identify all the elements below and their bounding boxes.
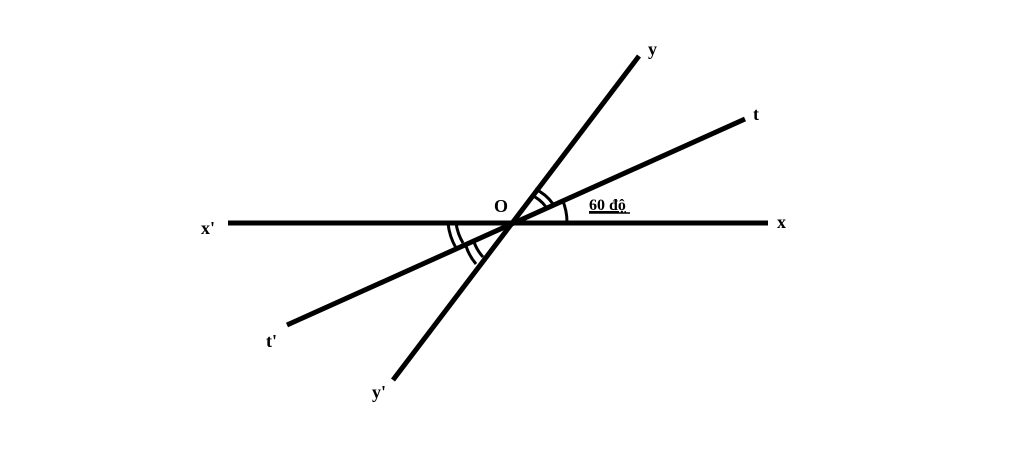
angle-arc-tox bbox=[560, 198, 569, 224]
label-x-prime: x' bbox=[201, 218, 215, 238]
angle-arc-yot-outer bbox=[534, 187, 555, 205]
label-O: O bbox=[494, 196, 508, 216]
label-y-prime: y' bbox=[372, 382, 386, 402]
label-t: t bbox=[753, 104, 759, 124]
angle-arc-tprime-yprime-outer bbox=[464, 245, 478, 265]
label-x: x bbox=[777, 212, 786, 232]
angle-arc-xprime-tprime-outer bbox=[446, 222, 458, 249]
angle-arc-yot-inner bbox=[530, 193, 548, 208]
angle-label: 60 độ bbox=[589, 197, 626, 214]
angle-arc-tprime-yprime-inner bbox=[472, 241, 485, 259]
angle-arc-xprime-tprime-inner bbox=[454, 222, 465, 244]
label-y: y bbox=[648, 39, 657, 59]
line-t-tprime bbox=[285, 116, 747, 328]
line-y-yprime bbox=[391, 54, 641, 382]
label-t-prime: t' bbox=[266, 331, 277, 351]
